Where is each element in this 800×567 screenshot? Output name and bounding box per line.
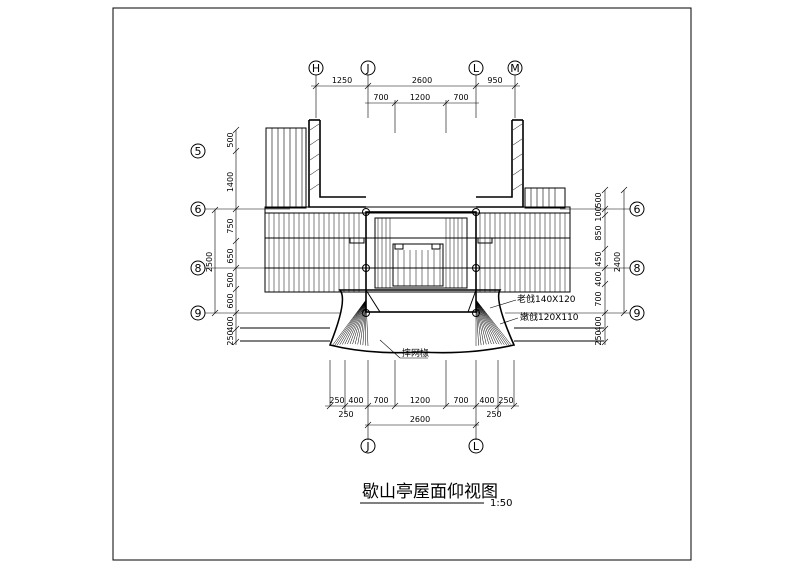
right-grid-axes: 6 8 9 500 100 850 450 400 700 400 250 24… — [505, 186, 645, 346]
fan-lines — [331, 299, 513, 347]
grid-label-9-left: 9 — [195, 307, 202, 320]
grid-label-l-bottom: L — [473, 440, 480, 453]
dim-top-1250: 1250 — [332, 76, 352, 85]
dim-bottom-1200: 1200 — [410, 396, 430, 405]
dim-right-700: 700 — [594, 291, 603, 306]
grid-label-6-right: 6 — [634, 203, 641, 216]
grid-label-8-right: 8 — [634, 262, 641, 275]
dim-left-500-top: 500 — [226, 132, 235, 147]
dim-left-500-mid: 500 — [226, 272, 235, 287]
fan-line — [475, 299, 495, 345]
fan-line — [365, 299, 367, 346]
dim-bottom-250-c: 250 — [338, 410, 353, 419]
fan-line — [475, 299, 497, 345]
fan-line — [357, 299, 367, 345]
fan-line — [354, 299, 367, 345]
grid-label-j-top: J — [365, 62, 369, 75]
dim-left-750: 750 — [226, 218, 235, 233]
drawing-title: 歇山亭屋面仰视图 — [362, 482, 498, 502]
note-old-corner-rafter: 老戗140X120 — [517, 293, 576, 305]
dim-bottom-250-b: 250 — [498, 396, 513, 405]
grid-label-6-left: 6 — [195, 203, 202, 216]
fan-line — [475, 299, 490, 345]
fan-line — [475, 299, 513, 347]
dim-right-2400: 2400 — [613, 252, 622, 272]
dim-bottom-400-b: 400 — [479, 396, 494, 405]
fan-line — [365, 299, 369, 347]
dim-left-2500: 2500 — [205, 252, 214, 272]
fan-line — [342, 299, 367, 345]
fan-line — [339, 299, 367, 345]
dim-right-450: 450 — [594, 251, 603, 266]
rafter-band — [264, 206, 571, 317]
fan-line — [336, 299, 367, 346]
dim-bottom-700-b: 700 — [453, 396, 468, 405]
dim-bottom-700-a: 700 — [373, 396, 388, 405]
dim-top-1200: 1200 — [410, 93, 430, 102]
fan-line — [360, 299, 367, 345]
fan-line — [475, 299, 484, 345]
dim-left-250: 250 — [226, 330, 235, 345]
drawing-scale: 1:50 — [490, 498, 512, 509]
fan-line — [347, 299, 367, 345]
grid-label-8-left: 8 — [195, 262, 202, 275]
dim-bottom-2600: 2600 — [410, 415, 430, 424]
left-grid-axes: 5 6 8 9 500 1400 750 650 500 600 400 250… — [190, 126, 340, 346]
dim-top-2600: 2600 — [412, 76, 432, 85]
fan-line — [475, 299, 505, 345]
dim-left-400: 400 — [226, 316, 235, 331]
dim-left-600: 600 — [226, 293, 235, 308]
grid-label-m: M — [510, 62, 520, 75]
grid-label-l-top: L — [473, 62, 480, 75]
fan-line — [475, 299, 487, 345]
dim-top-700-right: 700 — [453, 93, 468, 102]
fan-line — [362, 299, 367, 346]
dim-left-650: 650 — [226, 248, 235, 263]
fan-line — [475, 299, 500, 345]
sheet-border — [112, 7, 692, 561]
dim-right-400: 400 — [594, 271, 603, 286]
fan-line — [475, 299, 510, 346]
upper-walls — [265, 119, 566, 209]
dim-bottom-250-a: 250 — [329, 396, 344, 405]
fan-line — [352, 299, 367, 345]
rafters-right — [479, 213, 566, 292]
dim-top-700-left: 700 — [373, 93, 388, 102]
rafters-center — [377, 218, 463, 288]
top-grid-axes: H J L M 1250 2600 950 700 1200 700 — [308, 60, 523, 133]
fan-line — [331, 299, 367, 347]
grid-label-5: 5 — [195, 145, 202, 158]
dim-bottom-250-d: 250 — [486, 410, 501, 419]
grid-label-j-bottom: J — [365, 440, 369, 453]
dim-right-400-low: 400 — [594, 316, 603, 331]
fan-line — [344, 299, 367, 345]
grid-label-9-right: 9 — [634, 307, 641, 320]
bottom-dimensions: 250 400 700 1200 700 400 250 250 250 260… — [325, 360, 519, 454]
dim-right-250: 250 — [594, 330, 603, 345]
note-young-corner-rafter: 嫩戗120X110 — [520, 311, 579, 323]
rafters-left — [268, 213, 360, 292]
dim-top-950: 950 — [487, 76, 502, 85]
dim-right-100: 100 — [594, 206, 603, 221]
annotations: 老戗140X120 嫩戗120X110 摔网椽 — [379, 293, 579, 359]
dim-bottom-400-a: 400 — [348, 396, 363, 405]
fan-line — [475, 299, 502, 345]
dim-left-1400: 1400 — [226, 172, 235, 192]
fan-line — [475, 299, 479, 346]
grid-label-h: H — [312, 62, 320, 75]
fan-line — [475, 299, 492, 345]
fan-line — [475, 299, 482, 346]
eave-fan — [240, 289, 604, 354]
fan-line — [475, 299, 508, 346]
dim-right-850: 850 — [594, 225, 603, 240]
note-rafter: 摔网椽 — [402, 347, 429, 359]
fan-line — [349, 299, 367, 345]
fan-line — [334, 299, 367, 346]
dim-right-500: 500 — [594, 192, 603, 207]
